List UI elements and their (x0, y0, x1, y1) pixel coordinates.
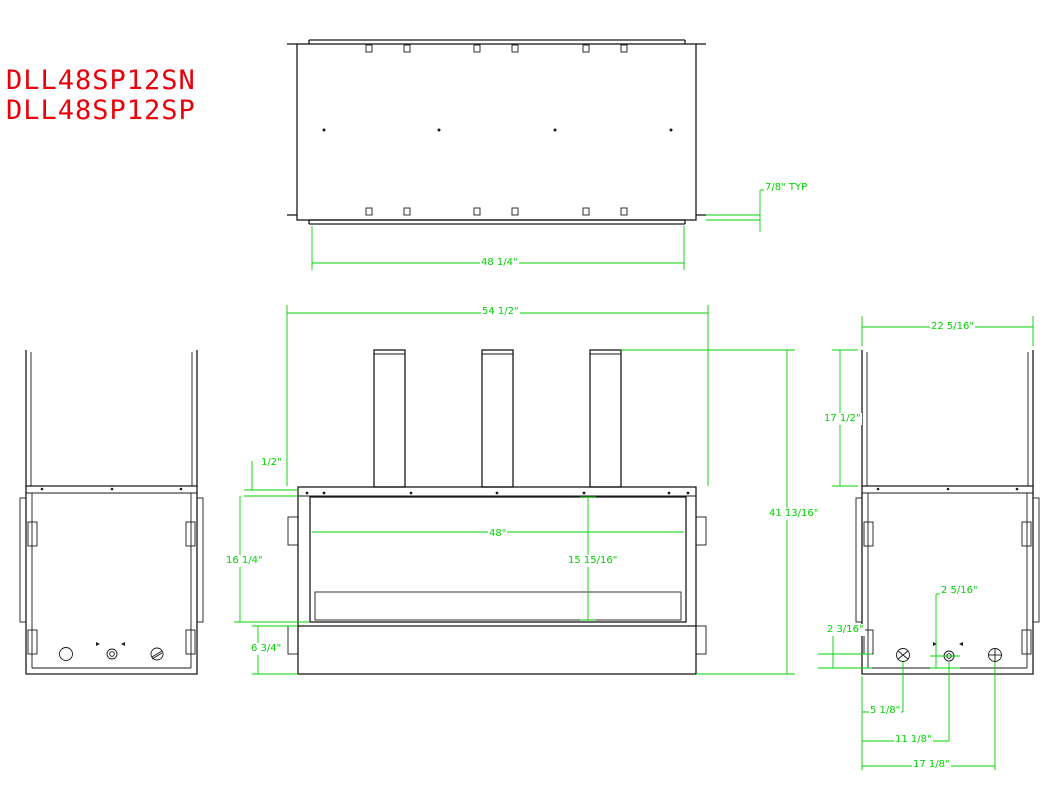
dim-front-glass-width: 48" (488, 528, 508, 540)
top-view (287, 39, 706, 225)
left-electrical-knockout (150, 647, 164, 661)
dimension-lines (234, 189, 1034, 770)
chimney-center (481, 349, 514, 488)
dim-front-glass-height: 15 15/16" (567, 555, 619, 567)
left-gas-fitting (106, 648, 118, 660)
right-side-view (855, 350, 1040, 675)
front-body (297, 486, 697, 675)
top-view-fasteners (322, 128, 673, 132)
right-knockout-1 (896, 648, 910, 662)
front-fasteners (305, 491, 690, 495)
glass-opening (309, 496, 687, 623)
dim-front-opening-height: 16 1/4" (225, 555, 264, 567)
dim-side-chimney-height: 17 1/2" (823, 413, 862, 425)
burner-tray (314, 591, 682, 621)
dim-side-offset-3: 17 1/8" (912, 759, 951, 771)
dim-front-base-height: 6 3/4" (250, 643, 283, 655)
dim-front-overall-height: 41 13/16" (768, 508, 820, 520)
dim-side-gas-center-height: 2 5/16" (940, 585, 979, 597)
left-vent-knockout (59, 647, 73, 661)
model-title-n: DLL48SP12SN (6, 65, 196, 96)
dim-top-width: 48 1/4" (480, 257, 519, 269)
dim-side-gas-height: 2 3/16" (826, 624, 865, 636)
dim-front-top-offset: 1/2" (260, 457, 283, 469)
top-view-outline (296, 43, 697, 221)
dim-side-offset-1: 5 1/8" (869, 705, 902, 717)
dim-side-offset-2: 11 1/8" (894, 734, 933, 746)
top-view-brackets (365, 44, 628, 216)
front-view (287, 349, 707, 675)
left-side-view (19, 350, 204, 675)
chimney-right (589, 349, 622, 488)
dim-side-depth: 22 5/16" (930, 321, 975, 333)
dim-front-overall-width: 54 1/2" (481, 306, 520, 318)
chimney-left (373, 349, 406, 488)
dim-top-depth-typ: 7/8" TYP (764, 182, 809, 194)
model-title-p: DLL48SP12SP (6, 95, 196, 126)
